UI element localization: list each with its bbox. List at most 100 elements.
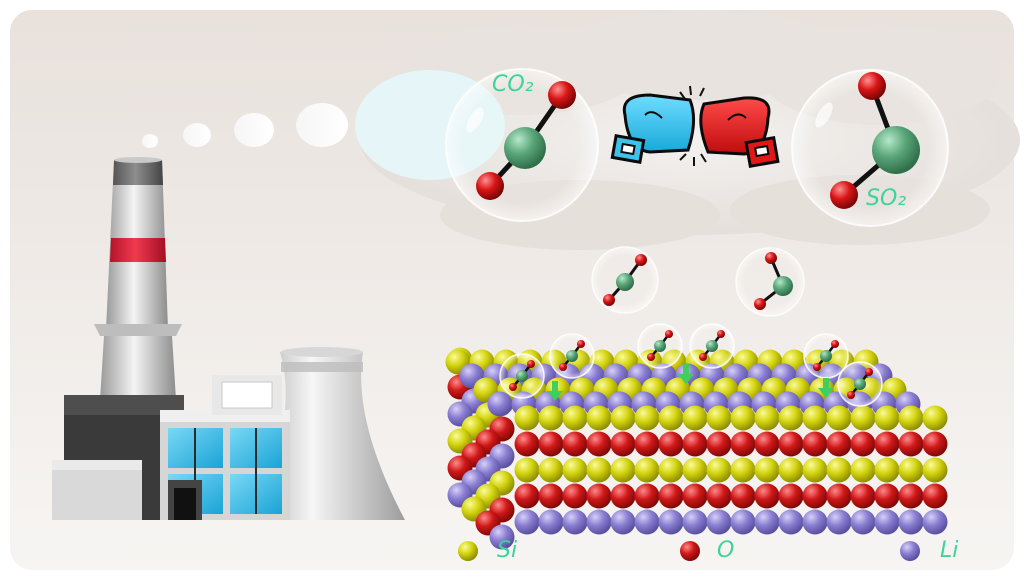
atom-si	[538, 457, 564, 483]
atom-si	[706, 457, 732, 483]
atom-si	[778, 405, 804, 431]
atom-li	[898, 509, 924, 535]
atom-o	[538, 483, 564, 509]
atom-si	[538, 405, 564, 431]
so2-label: SO₂	[866, 186, 907, 211]
adsorbing-molecules	[499, 323, 883, 407]
atom-si	[682, 457, 708, 483]
atom-o	[586, 431, 612, 457]
atom-si	[874, 405, 900, 431]
atom-o	[658, 431, 684, 457]
atom-si	[898, 457, 924, 483]
atom-si	[754, 405, 780, 431]
co2-molecule-small	[591, 246, 659, 314]
atom-li	[850, 509, 876, 535]
legend-li-label: Li	[940, 538, 959, 563]
atom-o	[682, 431, 708, 457]
legend-o-marker	[680, 541, 700, 561]
molecule-atom	[813, 363, 821, 371]
atom-si	[634, 457, 660, 483]
molecule-atom	[559, 363, 567, 371]
atom-o	[754, 431, 780, 457]
atom-o	[778, 431, 804, 457]
atom-o	[610, 431, 636, 457]
atom-si	[898, 405, 924, 431]
atom-si	[514, 405, 540, 431]
atom-li	[538, 509, 564, 535]
atom-li	[634, 509, 660, 535]
molecule-atom	[831, 340, 839, 348]
atom-si	[682, 405, 708, 431]
atom-o	[706, 431, 732, 457]
boxing-glove-icon	[610, 93, 695, 165]
atom-li	[826, 509, 852, 535]
atom-o	[826, 483, 852, 509]
molecule-atom	[516, 370, 528, 382]
atom-o	[802, 431, 828, 457]
atom-o	[874, 431, 900, 457]
atom-si	[802, 457, 828, 483]
atom-o	[802, 483, 828, 509]
atom-o	[850, 431, 876, 457]
legend-li-marker	[900, 541, 920, 561]
molecule-atom	[577, 340, 585, 348]
atom-si	[826, 457, 852, 483]
adsorption-arrow-icon	[818, 378, 834, 398]
atom-si	[610, 457, 636, 483]
legend	[458, 541, 920, 561]
atom-si	[874, 457, 900, 483]
atom-o	[706, 483, 732, 509]
atom-o	[850, 483, 876, 509]
atom-li	[514, 509, 540, 535]
molecule-atom	[665, 330, 673, 338]
atom-li	[489, 524, 515, 550]
adsorption-arrow-icon	[547, 381, 563, 401]
atom-si	[850, 405, 876, 431]
atom-o	[514, 431, 540, 457]
adsorption-arrow-icon	[678, 364, 694, 384]
molecule-atom	[566, 350, 578, 362]
impact-lines	[679, 85, 707, 166]
atom-o	[682, 483, 708, 509]
atom-o	[730, 483, 756, 509]
atom-li	[706, 509, 732, 535]
atom-si	[802, 405, 828, 431]
molecule-atom	[527, 360, 535, 368]
atom-li	[778, 509, 804, 535]
co2-label: CO₂	[492, 72, 534, 97]
atom-o	[610, 483, 636, 509]
atom-si	[634, 405, 660, 431]
atom-o	[634, 431, 660, 457]
atom-o	[922, 431, 948, 457]
molecule-atom	[654, 340, 666, 352]
molecule-atom	[847, 391, 855, 399]
atom-li	[658, 509, 684, 535]
legend-o-label: O	[717, 538, 735, 563]
atom-li	[487, 391, 513, 417]
atom-si	[730, 457, 756, 483]
atom-si	[562, 457, 588, 483]
factory-icon	[52, 375, 290, 520]
molecule-atom	[706, 340, 718, 352]
so2-molecule-small	[735, 247, 805, 317]
atom-li	[802, 509, 828, 535]
legend-si-label: Si	[497, 538, 518, 563]
atom-o	[562, 483, 588, 509]
co2-molecule	[445, 68, 599, 222]
atom-si	[850, 457, 876, 483]
atom-si	[586, 457, 612, 483]
atom-li	[730, 509, 756, 535]
molecule-atom	[854, 378, 866, 390]
atom-si	[610, 405, 636, 431]
atom-o	[874, 483, 900, 509]
molecule-atom	[699, 353, 707, 361]
atom-o	[730, 431, 756, 457]
so2-molecule	[791, 69, 949, 227]
molecule-atom	[647, 353, 655, 361]
atom-li	[682, 509, 708, 535]
atom-o	[778, 483, 804, 509]
atom-si	[514, 457, 540, 483]
atom-si	[826, 405, 852, 431]
legend-si-marker	[458, 541, 478, 561]
